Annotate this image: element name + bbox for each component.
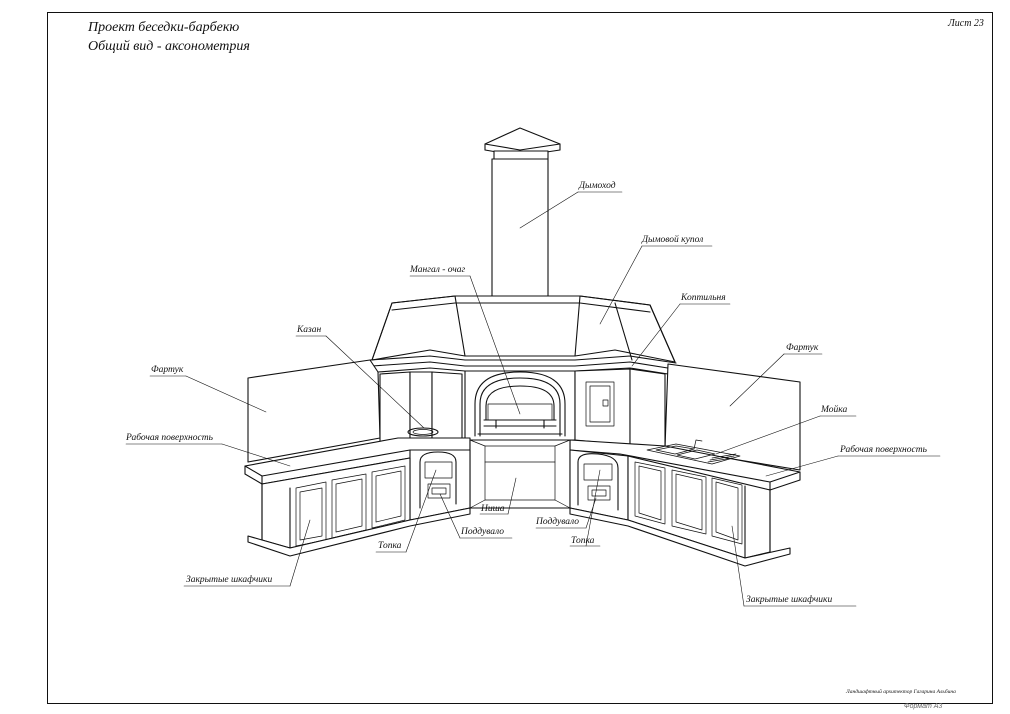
view-title: Общий вид - аксонометрия	[88, 39, 250, 54]
label-smokehouse: Коптильня	[681, 293, 726, 303]
label-ash-pit-left: Поддувало	[461, 527, 505, 537]
smokehouse	[574, 368, 666, 449]
label-sink: Мойка	[821, 405, 848, 415]
label-smoke-hood: Дымовой купол	[642, 235, 704, 245]
sheet-frame	[47, 12, 993, 704]
label-firebox-left: Топка	[378, 541, 402, 551]
label-apron-right: Фартук	[786, 343, 819, 353]
label-grill-hearth: Мангал - очаг	[410, 265, 466, 275]
chimney	[484, 127, 561, 301]
leader-lines	[125, 191, 941, 607]
label-apron-left: Фартук	[151, 365, 184, 375]
project-title: Проект беседки-барбекю	[88, 20, 240, 35]
sheet-number: Лист 23	[948, 18, 984, 29]
label-cabinets-left: Закрытые шкафчики	[186, 575, 273, 585]
paper-format: Формат А3	[904, 703, 943, 710]
label-ash-pit-right: Поддувало	[536, 517, 580, 527]
smoke-hood	[369, 295, 677, 375]
label-worktop-left: Рабочая поверхность	[126, 433, 213, 443]
apron-right	[664, 363, 801, 471]
niche	[469, 439, 571, 509]
label-niche: Ниша	[481, 504, 505, 514]
label-firebox-right: Топка	[571, 536, 595, 546]
cabinets-left	[247, 457, 471, 557]
author-credit: Ландшафтный архитектор Гагарина Альбина	[846, 689, 956, 695]
apron-left	[247, 359, 381, 463]
label-chimney: Дымоход	[579, 181, 616, 191]
grill-hearth	[464, 370, 576, 441]
label-kazan: Казан	[297, 325, 322, 335]
left-pier	[379, 371, 463, 443]
label-worktop-right: Рабочая поверхность	[840, 445, 927, 455]
label-cabinets-right: Закрытые шкафчики	[746, 595, 833, 605]
